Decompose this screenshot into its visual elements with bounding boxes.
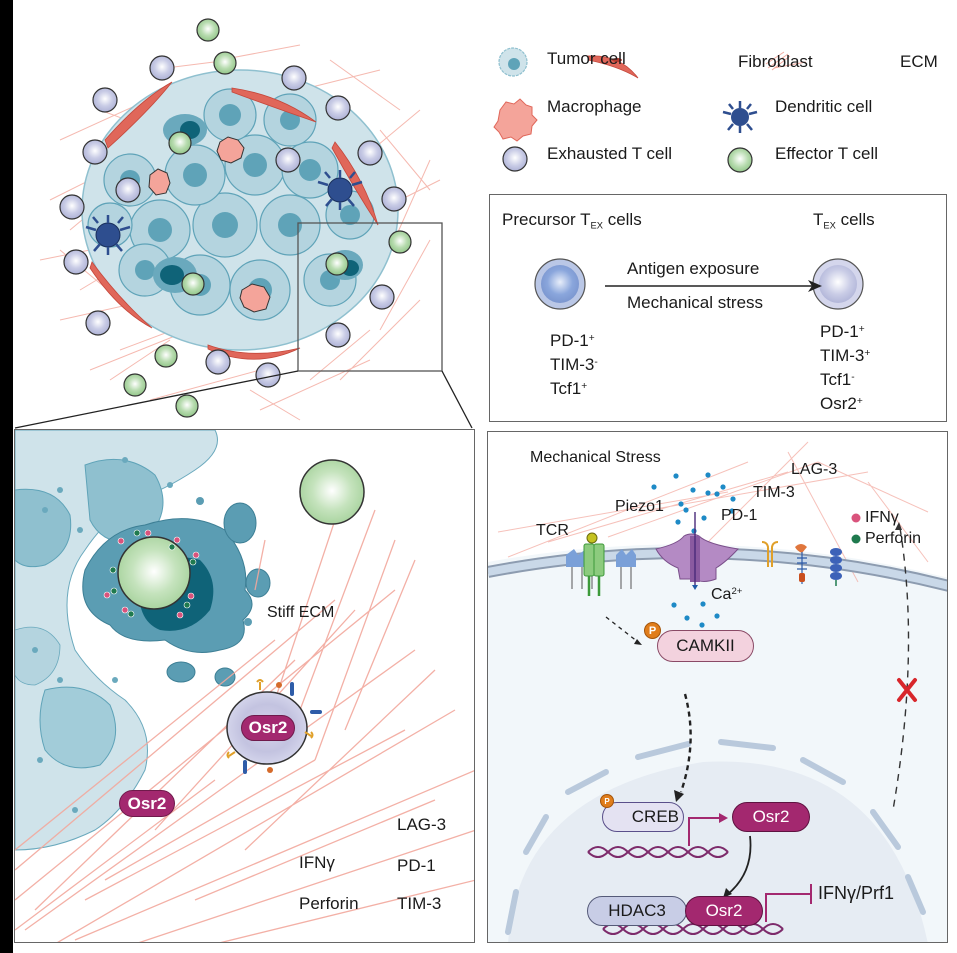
tex-markers: PD-1+ TIM-3+ Tcf1- Osr2+ xyxy=(820,319,870,415)
tex-cell-icon xyxy=(812,258,864,310)
tumor-microenvironment xyxy=(14,18,473,429)
creb-label: CREB xyxy=(631,807,679,826)
camkii-node: CAMKII xyxy=(657,630,754,662)
fibroblast-icon xyxy=(587,55,639,79)
calcium-label: Ca2+ xyxy=(711,586,743,603)
pd1-receptor-icon xyxy=(761,541,779,567)
piezo1-channel-icon xyxy=(655,512,739,590)
tim3-label: TIM-3 xyxy=(753,484,795,501)
marker: TIM-3+ xyxy=(820,346,871,366)
dendritic-cells xyxy=(85,170,363,255)
phospho-badge-camkii: P xyxy=(644,622,661,639)
tcr-label: TCR xyxy=(536,522,569,539)
tim3-receptor-icon xyxy=(795,544,807,584)
hdac3-node: HDAC3 xyxy=(587,896,687,926)
stiff-ecm-label: Stiff ECM xyxy=(267,604,335,621)
effector-t-cells xyxy=(123,18,412,418)
exhausted-t-cells xyxy=(59,55,407,388)
osr2-badge-label: Osr2 xyxy=(248,718,288,737)
legend-label-exhausted-t-cell: Exhausted T cell xyxy=(547,144,673,163)
ecm-fibers xyxy=(497,441,929,583)
marker: Tcf1- xyxy=(820,370,855,390)
zoom-region-box xyxy=(297,222,443,372)
legend-label-fibroblast: Fibroblast xyxy=(738,52,813,71)
macrophages xyxy=(148,136,271,313)
blocked-x-icon xyxy=(897,678,917,702)
creb-node: CREB xyxy=(602,802,684,832)
ecm-icon xyxy=(765,51,807,71)
legend-label-dendritic-cell: Dendritic cell xyxy=(775,97,873,116)
exhausted-t-cell-icon xyxy=(502,146,528,172)
signaling-pathway-panel: Mechanical Stress Piezo1 TCR PD-1 TIM-3 … xyxy=(487,431,948,943)
marker: PD-1+ xyxy=(820,322,865,342)
target-genes-label: IFNγ/Prf1 xyxy=(818,883,895,903)
legend-label-lag3: LAG-3 xyxy=(397,815,447,834)
effector-t-cell xyxy=(299,459,365,525)
phospho-label: P xyxy=(648,624,657,637)
osr2-badge: Osr2 xyxy=(241,715,295,741)
tcr-icon xyxy=(566,532,636,596)
precursor-cell-icon xyxy=(534,258,586,310)
osr2-complex-node: Osr2 xyxy=(685,896,763,926)
lag3-receptor-icon xyxy=(830,548,842,586)
marker: PD-1+ xyxy=(550,331,595,351)
perforin-label: Perforin xyxy=(865,530,922,547)
osr2-label: Osr2 xyxy=(752,807,790,826)
perforin-dot-icon xyxy=(851,534,861,544)
precursor-markers: PD-1+ TIM-3- Tcf1+ xyxy=(550,328,598,400)
transition-panel: Precursor TEX cells TEX cells Antigen ex… xyxy=(489,194,947,422)
marker: Tcf1+ xyxy=(550,379,588,399)
effector-t-cell-icon xyxy=(727,147,753,173)
osr2-badge: Osr2 xyxy=(119,790,175,817)
legend-label-tim3: TIM-3 xyxy=(397,894,442,913)
dna-helix-1 xyxy=(587,846,729,858)
nuclear-envelope xyxy=(505,739,926,935)
legend-label-tumor-cell: Tumor cell xyxy=(547,49,626,68)
hdac3-label: HDAC3 xyxy=(608,901,666,920)
effector-t-cell-killing xyxy=(103,529,200,619)
ifng-granules xyxy=(103,529,200,619)
camkii-label: CAMKII xyxy=(676,636,735,655)
perforin-granules xyxy=(109,529,197,618)
ifng-label: IFNγ xyxy=(865,509,899,526)
cell-legend: Tumor cell Fibroblast ECM Macrophage Den… xyxy=(490,40,950,180)
legend-label-macrophage: Macrophage xyxy=(547,97,642,116)
pd1-label: PD-1 xyxy=(721,507,758,524)
legend-label-ifng: IFNγ xyxy=(299,853,335,872)
osr2-badge-label: Osr2 xyxy=(127,793,167,813)
tex-title: TEX cells xyxy=(813,210,875,231)
osr2-node: Osr2 xyxy=(732,802,810,832)
zoom-panel: Stiff ECM Osr2 Osr2 IFNγ Perforin LAG-3 … xyxy=(14,429,475,943)
tumor-cells-cluster xyxy=(15,430,218,851)
marker: Osr2+ xyxy=(820,394,863,414)
pd1-receptors xyxy=(226,679,314,759)
stiff-ecm-fibers xyxy=(15,489,474,942)
mechanical-stress-label: Mechanical Stress xyxy=(530,449,661,466)
phospho-label: P xyxy=(604,796,610,806)
transition-arrow xyxy=(605,280,822,292)
lag3-receptors xyxy=(243,682,322,774)
tumor-mass xyxy=(81,69,399,351)
dendritic-cell-icon xyxy=(722,101,758,133)
lag3-label: LAG-3 xyxy=(791,461,838,478)
left-edge-border xyxy=(0,0,13,953)
piezo1-label: Piezo1 xyxy=(615,498,664,515)
legend-label-effector-t-cell: Effector T cell xyxy=(775,144,878,163)
macrophage-icon xyxy=(493,98,538,142)
legend-label-pd1: PD-1 xyxy=(397,856,436,875)
tim3-receptors xyxy=(267,682,282,773)
precursor-title: Precursor TEX cells xyxy=(502,210,642,231)
arrow-label-mechanical: Mechanical stress xyxy=(627,293,764,312)
legend-label-ecm: ECM xyxy=(900,52,938,71)
phospho-badge-creb: P xyxy=(600,794,614,808)
marker: TIM-3- xyxy=(550,355,598,375)
osr2-complex-label: Osr2 xyxy=(705,901,743,920)
arrow-label-antigen: Antigen exposure xyxy=(627,259,760,278)
legend-label-perforin: Perforin xyxy=(299,894,359,913)
ifng-dot-icon xyxy=(851,513,861,523)
tumor-cell-icon xyxy=(498,47,528,77)
